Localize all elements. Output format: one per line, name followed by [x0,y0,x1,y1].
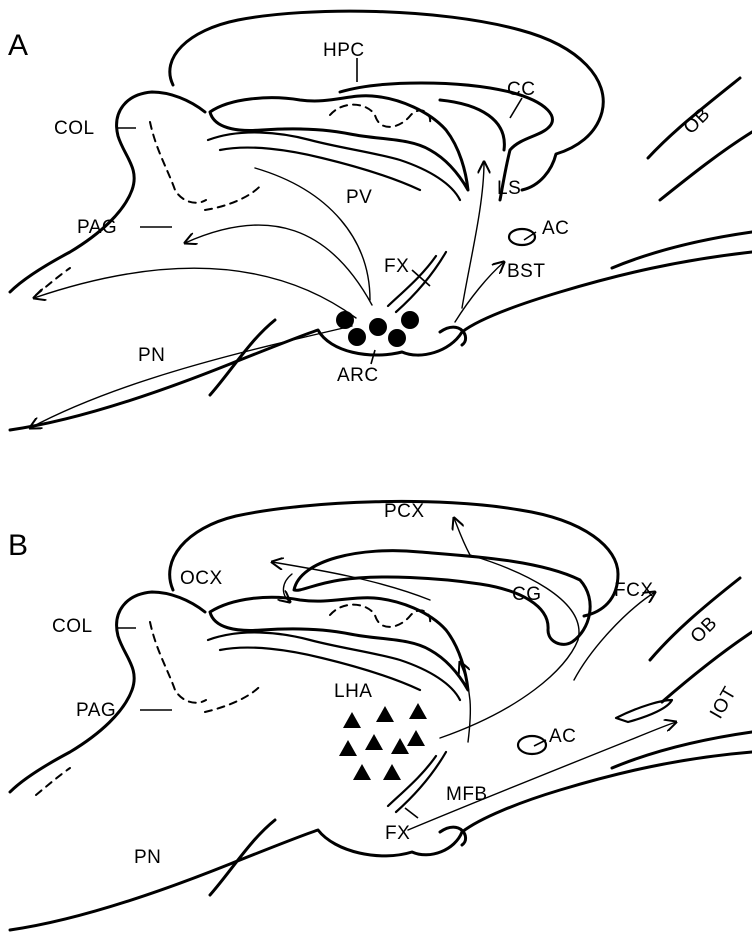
olfactory-bulb-b3 [612,732,752,768]
label-arc: ARC [337,365,379,386]
anterior-commissure-a [509,229,535,245]
lha-neuron [339,740,357,756]
midbrain-outline-a [10,92,205,292]
lha-neuron [376,706,394,722]
midbrain-outline-b [10,592,205,792]
lha-projection-ocx [272,562,430,600]
lha-neuron [343,712,361,728]
olfactory-bulb-b [650,578,740,660]
label-ac-b: AC [549,726,576,747]
pag-dash-b [205,684,262,712]
iot-b [616,700,672,722]
corpus-callosum-b [294,551,590,645]
lha-neuron [409,703,427,719]
arc-neuron [348,328,366,346]
pag-dash-a [205,184,262,210]
lha-neuron [391,738,409,754]
label-bst: BST [507,261,545,282]
brainstem-dash-a [36,268,70,295]
label-pag: PAG [77,217,117,238]
label-fx-b: FX [385,823,410,844]
arc-projection-brainstem [34,268,356,318]
col-dash-a [150,122,206,203]
lha-neuron [365,734,383,750]
olfactory-bulb-a2 [660,132,752,200]
label-fcx: FCX [614,580,654,601]
label-ob: OB [680,104,715,139]
arc-neuron [369,318,387,336]
label-fx: FX [384,256,409,277]
hippocampus-a [210,96,468,190]
label-mfb: MFB [446,784,488,805]
hippocampus-b [210,597,468,690]
label-ac: AC [542,218,569,239]
olfactory-bulb-b2 [662,632,752,702]
arc-neuron [388,329,406,347]
label-pcx: PCX [384,501,425,522]
label-iot: IOT [706,683,741,722]
lha-projection-pcx [440,518,579,738]
label-pn-b: PN [134,847,161,868]
ventral-outline-b [10,752,752,930]
lha-neuron [407,730,425,746]
anterior-commissure-b [518,736,546,754]
label-lha: LHA [334,681,372,702]
arc-projection-pn [30,326,352,428]
label-ocx: OCX [180,568,223,589]
label-pag-b: PAG [76,700,116,721]
label-ls: LS [497,178,521,199]
panel-a-letter: A [8,29,28,62]
panel-b: B [8,501,752,930]
label-pn: PN [138,345,165,366]
panel-a: A [8,11,752,430]
lha-neuron [383,764,401,780]
leader-ac-b [534,740,546,746]
label-col: COL [54,118,95,139]
label-hpc: HPC [323,40,365,61]
panel-b-letter: B [8,529,28,562]
arc-neuron [336,311,354,329]
ventral-outline-a [10,252,752,430]
arc-projection-pag [185,225,372,305]
label-col-b: COL [52,616,93,637]
lha-projection-fcx [574,592,655,680]
label-cg: CG [512,584,542,605]
leader-fx-b [405,808,418,818]
leader-cc [510,98,522,118]
label-cc: CC [507,79,535,100]
leader-arc [371,350,375,364]
col-dash-b [150,622,206,703]
brainstem-dash-b [36,768,70,795]
fornix-b [388,752,446,812]
arc-neuron [401,311,419,329]
lha-neuron [353,764,371,780]
label-pv: PV [346,187,372,208]
hippocampus-inner-a [208,132,460,200]
